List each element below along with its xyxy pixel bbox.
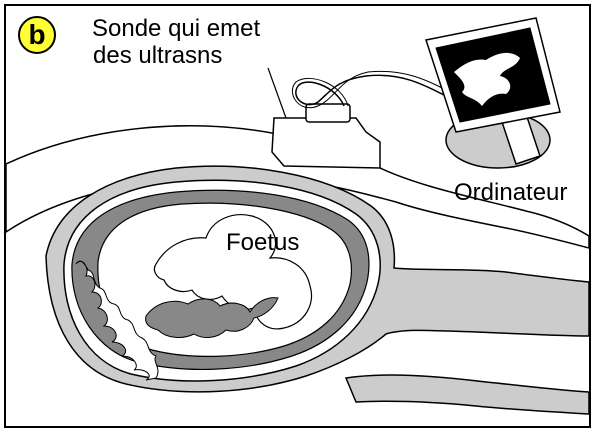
computer-label: Ordinateur [454,180,567,207]
fetus-label: Foetus [226,230,299,257]
probe-leader-line [268,68,286,118]
probe-leader-layer [6,6,589,426]
diagram-frame: b Sonde qui emet des ultrasns Ordinateur… [4,4,591,428]
